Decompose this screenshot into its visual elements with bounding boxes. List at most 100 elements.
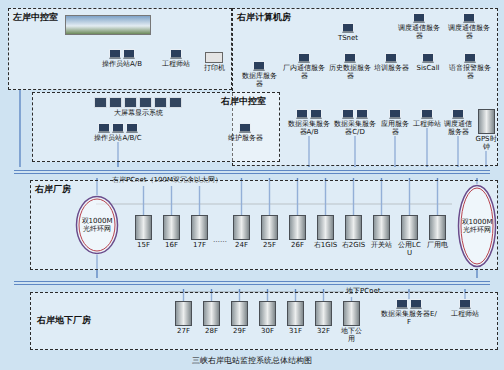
workstation: SisCall <box>413 53 443 72</box>
device-label: 31F <box>283 327 308 335</box>
monitor-icon <box>459 299 471 309</box>
device-label: 数据采集服务器A/B <box>287 120 331 136</box>
control-cabinet: 16F <box>159 215 184 249</box>
workstation: 调度通信服务器 <box>443 109 473 136</box>
device-label: 数据库服务器 <box>239 72 279 88</box>
screen-icon <box>94 97 107 108</box>
screen-wall <box>93 97 183 108</box>
monitor-icon <box>413 13 425 23</box>
printer-group <box>199 49 229 63</box>
monitor-icon <box>239 123 251 133</box>
control-cabinet: 厂用电 <box>425 215 450 249</box>
device-label: 地下公用 <box>339 327 364 343</box>
device-label: 调度通信服务器 <box>398 24 440 40</box>
device-label: 培训服务器 <box>373 64 409 72</box>
monitor-group <box>223 123 267 133</box>
cabinet-group <box>229 215 254 240</box>
monitor-group <box>373 53 409 63</box>
device-label: 公用LCU <box>397 241 422 257</box>
cabinet-icon <box>163 215 180 240</box>
device-label: 数据采集服务器C/D <box>333 120 377 136</box>
monitor-icon <box>356 109 368 119</box>
monitor-group <box>398 13 440 23</box>
monitor-icon <box>98 123 110 133</box>
monitor-icon <box>410 299 422 309</box>
device-label: 27F <box>171 327 196 335</box>
screen-icon <box>169 97 182 108</box>
device-label: 工程师站 <box>413 120 441 128</box>
control-cabinet: 26F <box>285 215 310 249</box>
control-cabinet: 24F <box>229 215 254 249</box>
monitor-icon <box>464 53 476 63</box>
cabinet-group <box>369 215 394 240</box>
monitor-icon <box>452 109 464 119</box>
device-label: 大屏幕显示系统 <box>93 109 183 117</box>
device-label: 应用服务器 <box>379 120 411 136</box>
monitor-icon <box>253 61 265 71</box>
monitor-group <box>379 109 411 119</box>
device-label: 操作员站A/B <box>89 60 155 68</box>
cabinet-group <box>187 215 212 240</box>
monitor-group <box>329 53 371 63</box>
control-cabinet: 31F <box>283 301 308 335</box>
cabinet-icon <box>261 215 278 240</box>
monitor-icon <box>123 49 135 59</box>
device-label: 17F <box>187 241 212 249</box>
device-label: GPS时钟 <box>475 135 497 151</box>
cabinet-group <box>285 215 310 240</box>
cabinet-icon <box>289 215 306 240</box>
screen-icon <box>139 97 152 108</box>
cabinet-group <box>131 215 156 240</box>
workstation: 操作员站A/B/C <box>73 123 163 142</box>
device-label: 右2GIS <box>341 241 366 249</box>
control-cabinet: 右2GIS <box>341 215 366 249</box>
workstation: 调度通信服务器 <box>398 13 440 40</box>
monitor-icon <box>422 53 434 63</box>
cabinet-icon <box>373 215 390 240</box>
monitor-group <box>447 53 493 63</box>
cabinet-group <box>257 215 282 240</box>
control-cabinet: 公用LCU <box>397 215 422 257</box>
cabinet-icon <box>175 301 192 326</box>
cabinet-icon <box>233 215 250 240</box>
monitor-icon <box>112 123 124 133</box>
device-label: 25F <box>257 241 282 249</box>
monitor-icon <box>298 53 310 63</box>
monitor-icon <box>296 109 308 119</box>
cabinet-group <box>397 215 422 240</box>
cabinet-group <box>425 215 450 240</box>
device-label: 29F <box>227 327 252 335</box>
fiber-ring: 双1000M光纤环网 <box>457 184 497 268</box>
device-label: TSnet <box>328 34 368 42</box>
cabinet-group <box>283 301 308 326</box>
monitor-group <box>328 23 368 33</box>
control-cabinet: GPS时钟 <box>475 109 497 151</box>
region-title: 右岸计算机房 <box>237 12 291 22</box>
screen-icon <box>109 97 122 108</box>
control-cabinet: 27F <box>171 301 196 335</box>
monitor-icon <box>109 49 121 59</box>
cabinet-icon <box>315 301 332 326</box>
panorama-screen <box>65 15 151 35</box>
video-wall: 大屏幕显示系统 <box>93 97 183 117</box>
workstation: 语音报警服务器 <box>447 53 493 80</box>
cabinet-group <box>227 301 252 326</box>
cabinet-icon <box>191 215 208 240</box>
monitor-group <box>381 299 437 309</box>
control-cabinet: 29F <box>227 301 252 335</box>
monitor-group <box>413 109 441 119</box>
region-title: 右岸地下厂房 <box>37 315 91 325</box>
monitor-group <box>333 109 377 119</box>
cabinet-group <box>159 215 184 240</box>
room-region: 大屏幕显示系统操作员站A/B/C维护服务器右岸中控室 <box>32 92 280 162</box>
device-label: 16F <box>159 241 184 249</box>
cabinet-icon <box>478 109 495 134</box>
control-cabinet: 32F <box>311 301 336 335</box>
caption: 三峡右岸电站监控系统总体结构图 <box>0 355 504 366</box>
workstation: 维护服务器 <box>223 123 267 142</box>
device-label: 工程师站 <box>447 310 483 318</box>
control-cabinet: 17F <box>187 215 212 249</box>
cabinet-group <box>199 301 224 326</box>
network-link <box>19 90 20 167</box>
device-label: 调度通信服务器 <box>443 120 473 136</box>
